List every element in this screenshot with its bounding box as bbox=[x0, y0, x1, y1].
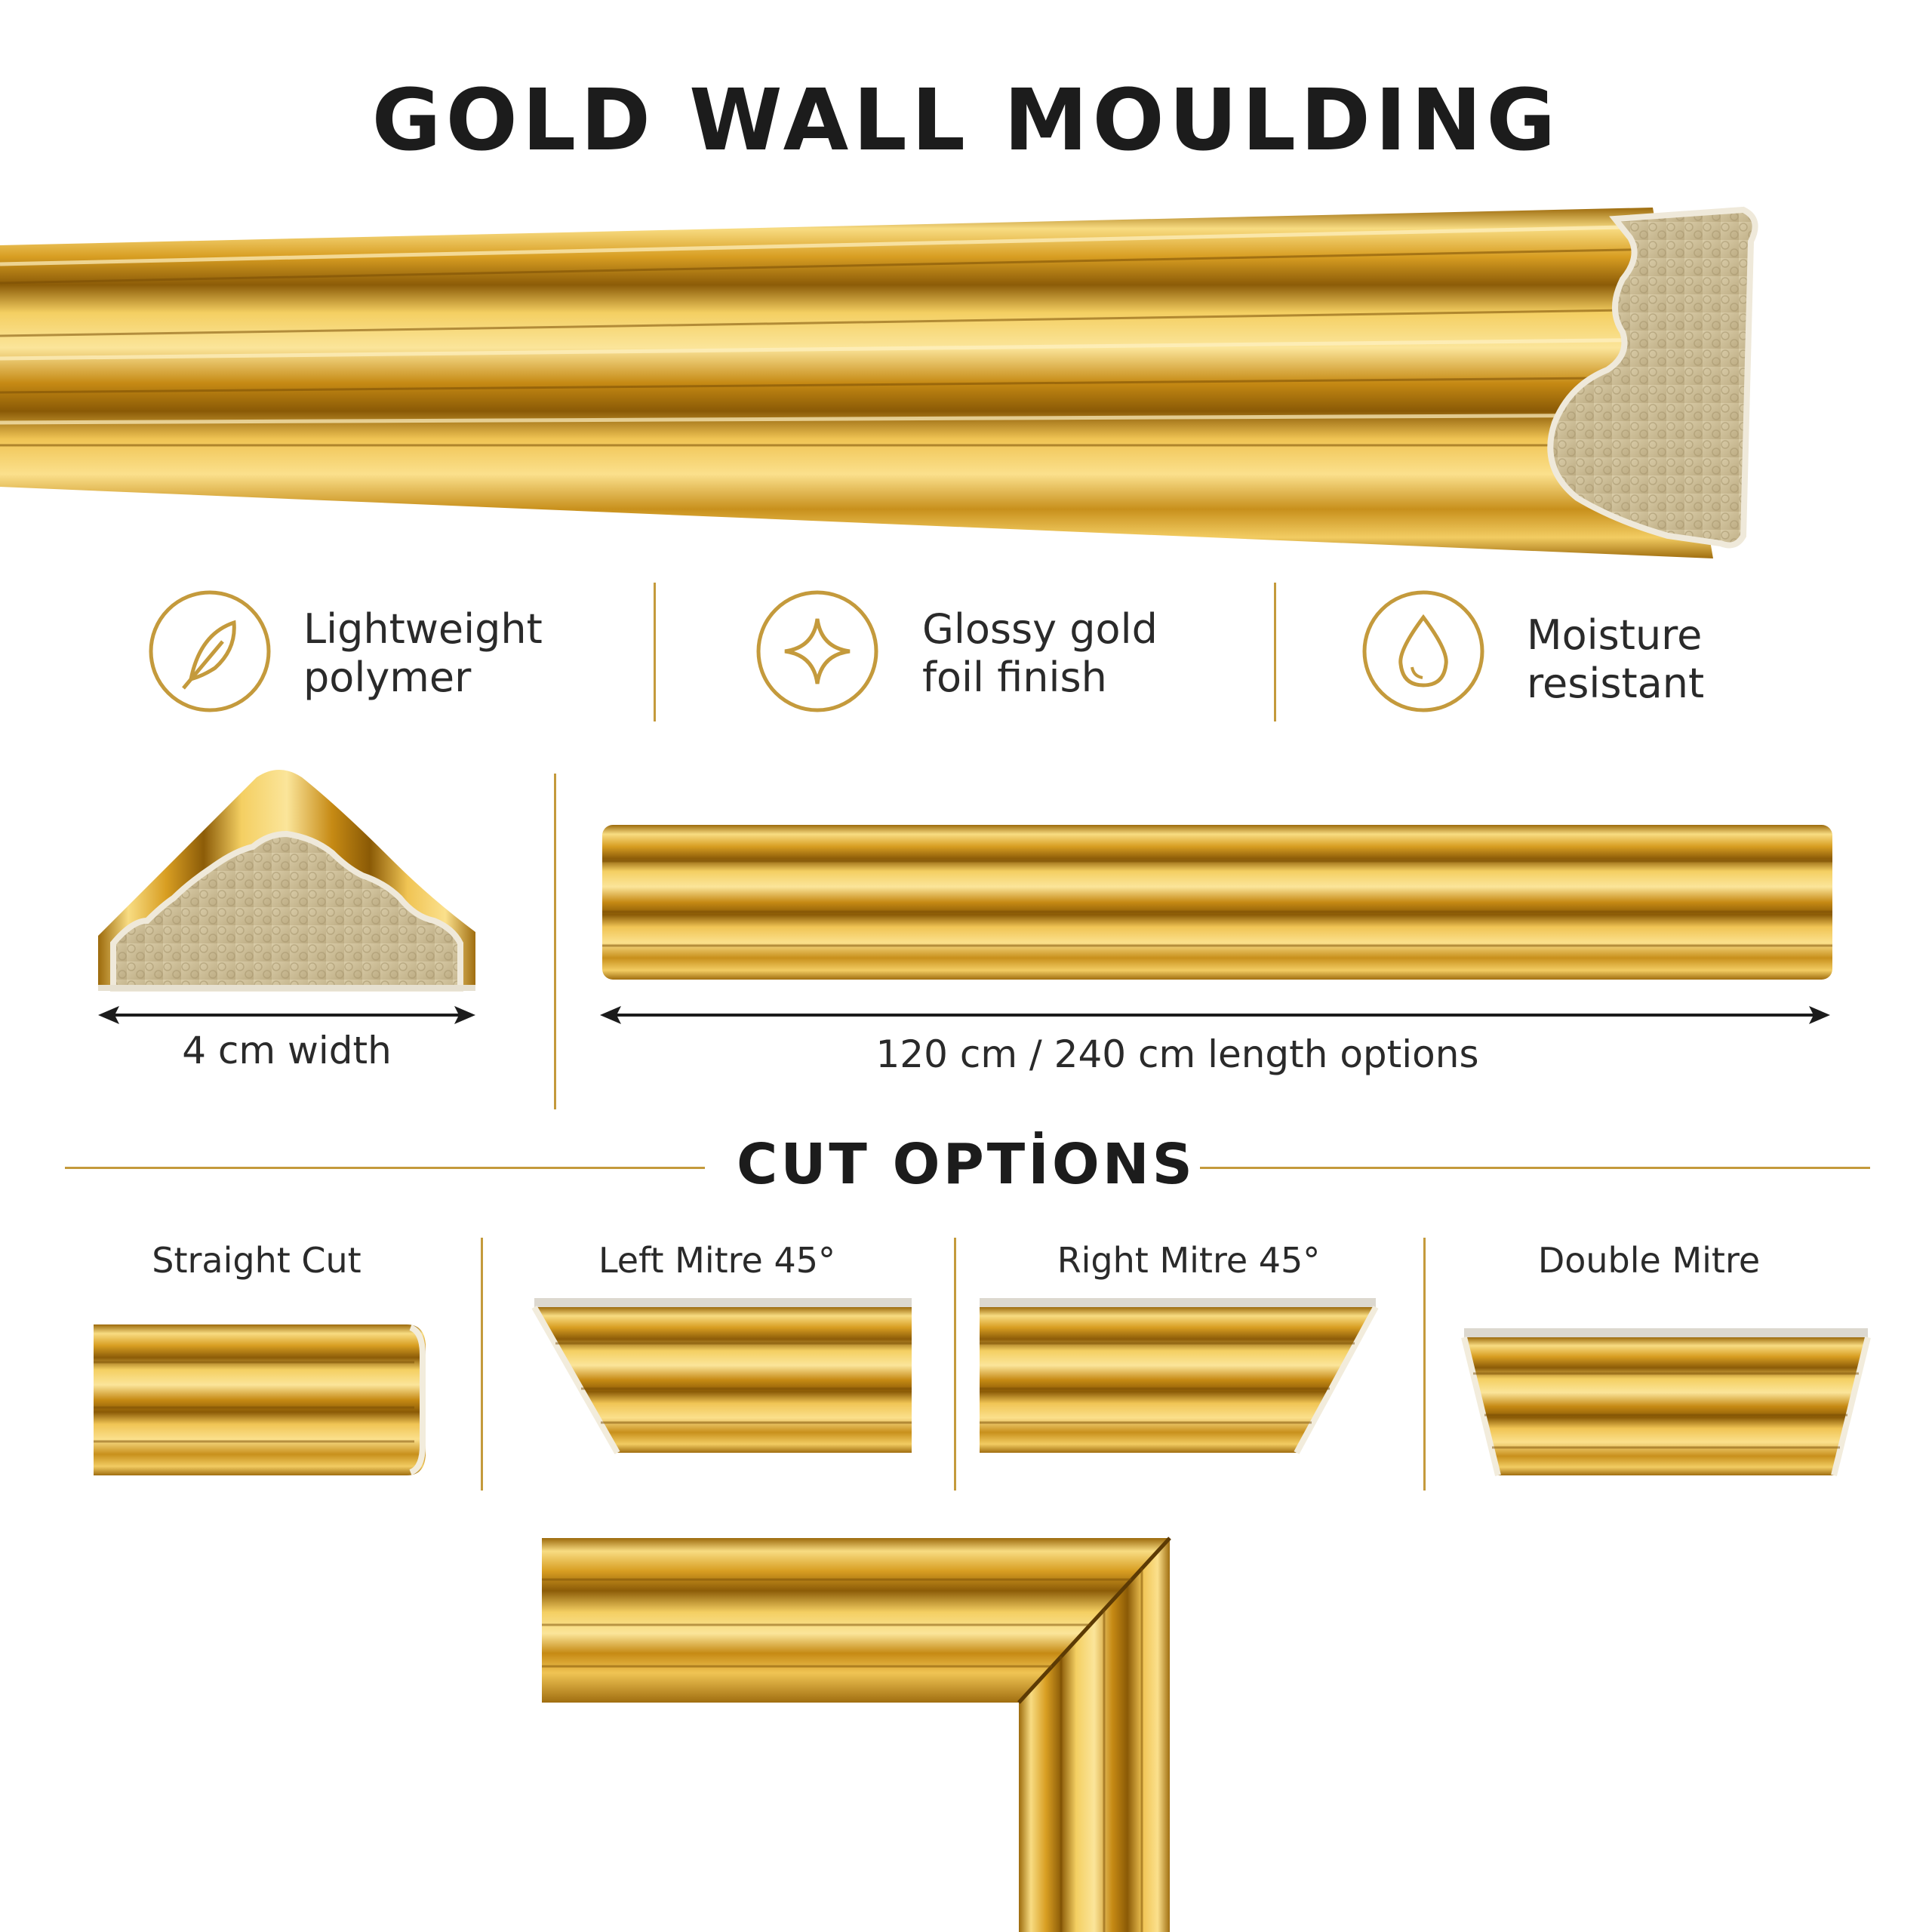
feature-label: resistant bbox=[1527, 660, 1705, 707]
divider bbox=[481, 1238, 483, 1491]
water-drop-icon bbox=[1362, 590, 1484, 712]
cross-section-image bbox=[98, 770, 475, 992]
cut-options-heading: CUT OPTİONS bbox=[737, 1132, 1195, 1197]
length-dimension-arrow bbox=[600, 1006, 1830, 1024]
length-moulding-image bbox=[602, 825, 1832, 980]
feature-label: Moisture bbox=[1527, 611, 1703, 659]
feather-icon bbox=[149, 590, 271, 712]
divider bbox=[954, 1238, 956, 1491]
feature-glossy: Glossy gold foil finish bbox=[755, 589, 1238, 717]
divider bbox=[654, 583, 656, 721]
feature-moisture: Moisture resistant bbox=[1361, 589, 1844, 717]
length-label: 120 cm / 240 cm length options bbox=[875, 1032, 1479, 1076]
hero-moulding-image bbox=[0, 206, 1758, 558]
divider bbox=[1274, 583, 1276, 721]
double-mitre-image bbox=[1461, 1328, 1871, 1476]
cut-option-label: Right Mitre 45° bbox=[1057, 1240, 1321, 1281]
page-title: GOLD WALL MOULDING bbox=[371, 72, 1561, 170]
left-mitre-image bbox=[531, 1298, 912, 1454]
cut-option-label: Straight Cut bbox=[152, 1240, 361, 1281]
feature-label: foil finish bbox=[922, 654, 1107, 701]
feature-label: Glossy gold bbox=[922, 605, 1158, 653]
heading-rule-right bbox=[1200, 1167, 1870, 1169]
straight-cut-image bbox=[94, 1324, 426, 1475]
feature-label: polymer bbox=[303, 654, 472, 701]
sparkle-icon bbox=[756, 590, 878, 712]
corner-joint-image bbox=[542, 1537, 1171, 1932]
width-dimension-arrow bbox=[98, 1006, 475, 1024]
divider bbox=[1423, 1238, 1426, 1491]
cut-option-label: Double Mitre bbox=[1537, 1240, 1761, 1281]
cut-option-label: Left Mitre 45° bbox=[598, 1240, 836, 1281]
heading-rule-left bbox=[65, 1167, 705, 1169]
feature-lightweight: Lightweight polymer bbox=[147, 589, 630, 717]
feature-label: Lightweight bbox=[303, 605, 543, 653]
right-mitre-image bbox=[980, 1298, 1379, 1454]
divider bbox=[554, 774, 556, 1109]
width-label: 4 cm width bbox=[182, 1029, 392, 1072]
